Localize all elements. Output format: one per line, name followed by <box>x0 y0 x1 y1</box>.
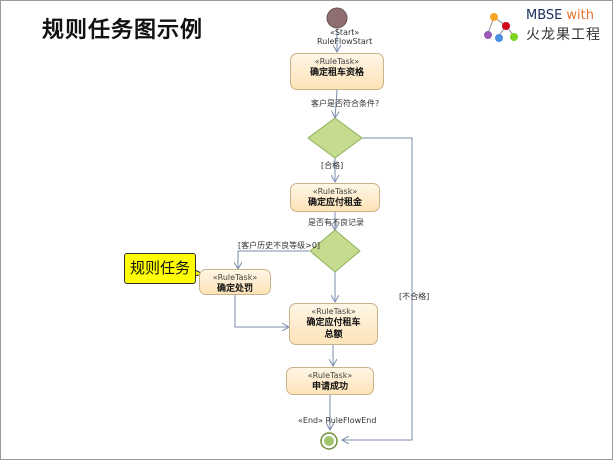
decision1-no-label: [不合格] <box>399 292 430 301</box>
end-node-inner <box>324 436 334 446</box>
decision-eligibility <box>307 117 363 159</box>
decision2-guard-label: [客户历史不良等级>0] <box>238 241 321 250</box>
task-determine-eligibility[interactable]: «RuleTask» 确定租车资格 <box>290 53 384 90</box>
decision1-label: 客户是否符合条件? <box>311 99 380 108</box>
start-node <box>326 7 348 29</box>
task-determine-rent[interactable]: «RuleTask» 确定应付租金 <box>290 183 380 212</box>
logo-subtitle: 火龙果工程 <box>526 27 601 43</box>
decision-bad-record <box>309 229 361 273</box>
task-determine-penalty[interactable]: «RuleTask» 确定处罚 <box>199 269 271 295</box>
decision1-yes-label: [合格] <box>321 161 344 170</box>
edge-task1-decision1 <box>335 89 337 118</box>
rule-task-callout: 规则任务 <box>124 253 196 284</box>
end-label: «End» RuleFlowEnd <box>298 416 377 425</box>
edge-task3-task4 <box>234 295 289 327</box>
edge-decision2-task3 <box>238 250 309 269</box>
task-determine-total[interactable]: «RuleTask» 确定应付租车 总额 <box>289 303 378 345</box>
start-label: «Start» RuleFlowStart <box>317 28 373 46</box>
task-application-success[interactable]: «RuleTask» 申请成功 <box>286 367 374 395</box>
page-title: 规则任务图示例 <box>42 18 204 43</box>
decision2-label: 是否有不良记录 <box>308 218 364 227</box>
edge-decision1-end <box>342 137 413 440</box>
